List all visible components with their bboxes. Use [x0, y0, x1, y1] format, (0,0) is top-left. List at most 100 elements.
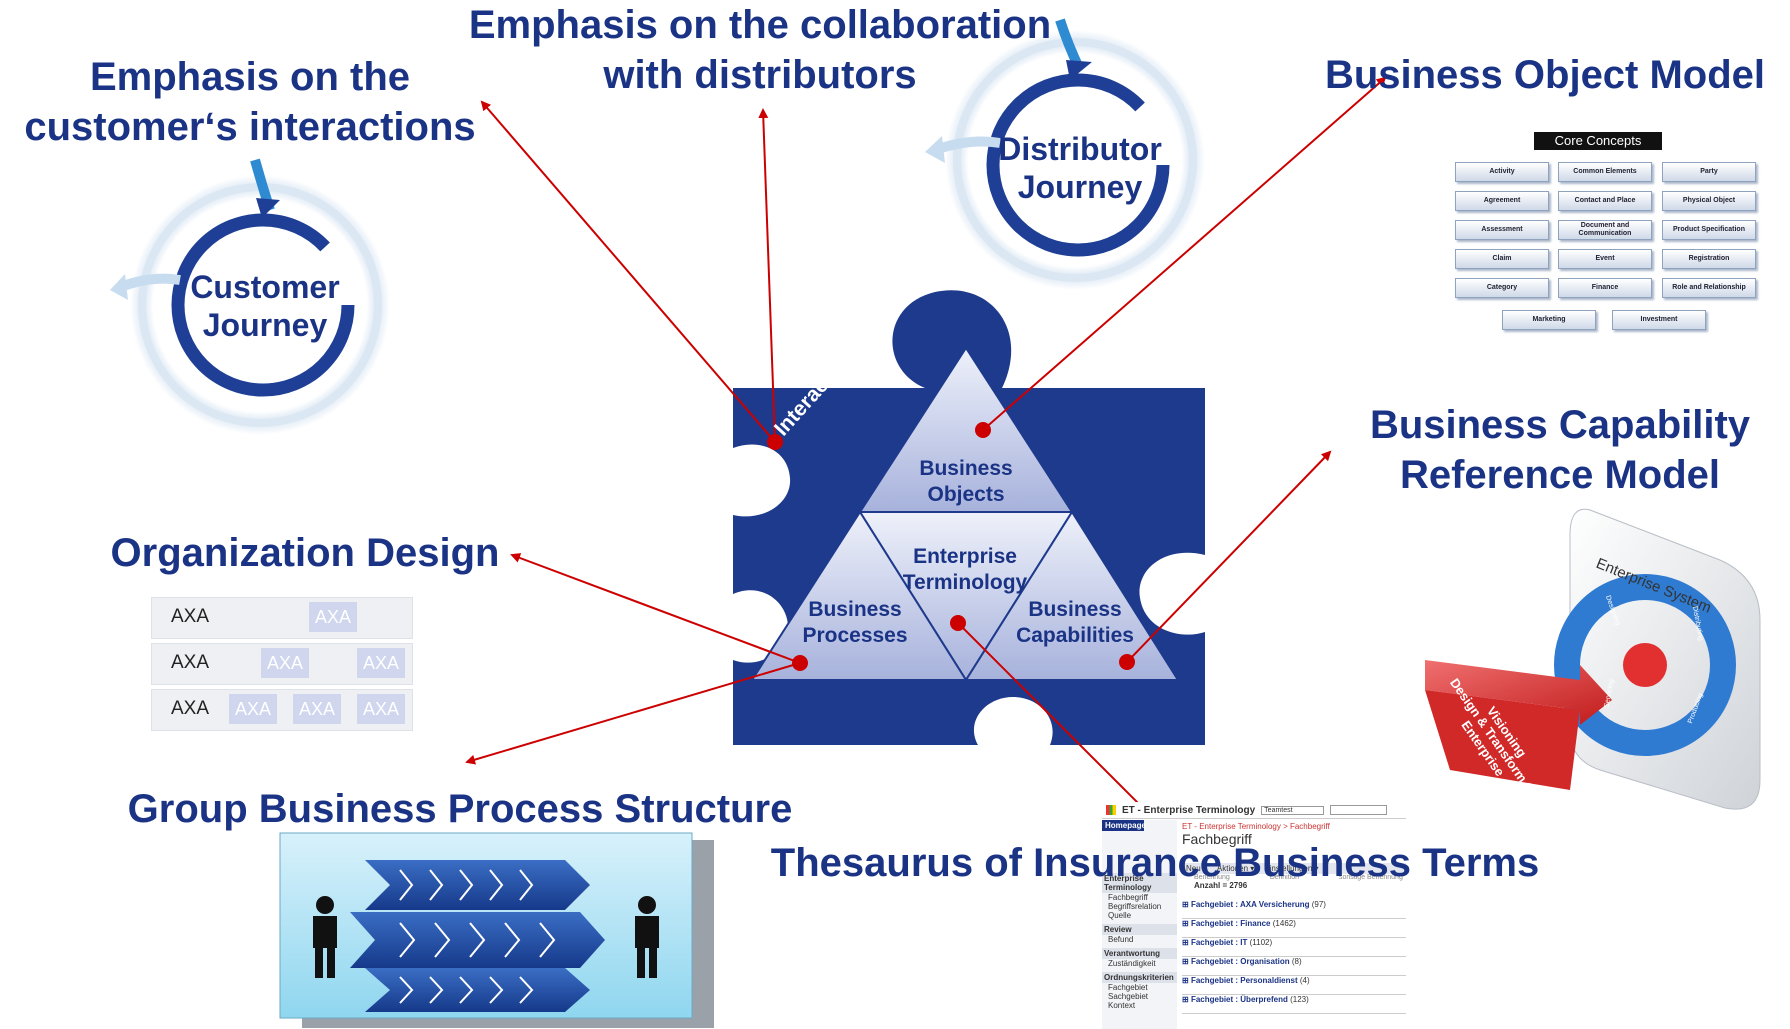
- et-dropdown[interactable]: Teamtest: [1261, 805, 1324, 815]
- business-processes-line2: Processes: [802, 624, 908, 648]
- arrow-to-thesaurus: [957, 622, 1152, 817]
- org-unit-box: AXA: [293, 694, 341, 724]
- et-screenshot: ET - Enterprise Terminology Teamtest Hom…: [1102, 802, 1406, 1029]
- person-icon-left: [313, 896, 337, 978]
- et-nav-head: Review: [1102, 924, 1177, 935]
- arrow-to-org: [510, 553, 801, 664]
- triangle-business-capabilities: [964, 510, 1180, 681]
- et-nav-item[interactable]: Befund: [1108, 935, 1134, 944]
- et-col-header[interactable]: Benennung: [1194, 874, 1230, 881]
- enterprise-terminology-line1: Enterprise: [913, 545, 1017, 568]
- distributor-journey-label: Distributor Journey: [990, 130, 1170, 207]
- et-group-row[interactable]: ⊞ Fachgebiet : Finance (1462): [1182, 919, 1406, 938]
- core-concept-box: Registration: [1662, 249, 1756, 269]
- customer-journey-cycle: [110, 158, 390, 435]
- et-nav-section: Verantwortung Zuständigkeit: [1102, 948, 1177, 968]
- et-nav-head: Enterprise Terminology: [1102, 873, 1177, 893]
- et-nav-section: Review Befund: [1102, 924, 1177, 944]
- core-concept-box: Category: [1455, 278, 1549, 298]
- thesaurus-label: Thesaurus of Insurance Business Terms: [770, 841, 1540, 885]
- org-unit-box: AXA: [357, 694, 405, 724]
- et-nav-section: Enterprise Terminology Fachbegriff Begri…: [1102, 873, 1177, 920]
- core-concept-box: Party: [1662, 162, 1756, 182]
- core-concept-box: Document and Communication: [1558, 220, 1652, 240]
- puzzle-piece: [733, 290, 1205, 745]
- person-icon-right: [635, 896, 659, 978]
- et-logo-icon: [1106, 805, 1116, 815]
- business-capabilities-line1: Business: [1028, 598, 1122, 621]
- et-col-header[interactable]: sonstige Benennung: [1339, 874, 1403, 881]
- business-processes-line1: Business: [808, 598, 902, 621]
- customer-interactions-line2: customer‘s interactions: [24, 105, 476, 149]
- et-group-row[interactable]: ⊞ Fachgebiet : Organisation (8): [1182, 957, 1406, 976]
- et-breadcrumb[interactable]: ET - Enterprise Terminology > Fachbegrif…: [1182, 822, 1330, 831]
- et-new-button[interactable]: Neu ▾: [1186, 864, 1207, 873]
- et-group-row[interactable]: ⊞ Fachgebiet : Personaldienst (4): [1182, 976, 1406, 995]
- bom-label: Business Object Model: [1324, 53, 1766, 97]
- core-concept-box: Finance: [1558, 278, 1652, 298]
- et-nav-item[interactable]: Begriffsrelation: [1108, 902, 1162, 911]
- core-concept-box: Role and Relationship: [1662, 278, 1756, 298]
- arrow-to-gbps: [465, 662, 801, 765]
- business-objects-line2: Objects: [927, 483, 1005, 507]
- business-objects-label: Business Objects: [896, 456, 1036, 509]
- et-group-label: Fachgebiet : IT: [1190, 938, 1248, 947]
- et-group-label: Fachgebiet : Überprefend: [1190, 995, 1288, 1004]
- et-nav-item[interactable]: Kontext: [1108, 1001, 1136, 1010]
- et-nav: Enterprise Terminology Fachbegriff Begri…: [1102, 873, 1177, 1010]
- org-unit-box: AXA: [229, 694, 277, 724]
- et-search-box[interactable]: [1329, 805, 1387, 815]
- business-objects-line1: Business: [919, 457, 1013, 480]
- et-actions-button[interactable]: Aktionen ▾: [1216, 864, 1255, 873]
- bcrm-label: Business Capability Reference Model: [1340, 400, 1780, 500]
- org-row-label: AXA: [171, 606, 210, 627]
- core-concept-box: Marketing: [1502, 310, 1596, 330]
- core-concept-box: Investment: [1612, 310, 1706, 330]
- org-row: [151, 597, 413, 639]
- et-group-count: (1102): [1249, 938, 1273, 947]
- distributor-collab-line2: with distributors: [603, 53, 917, 97]
- customer-journey-line1: Customer: [190, 269, 340, 305]
- et-nav-item[interactable]: Fachbegriff: [1108, 893, 1148, 902]
- core-concept-box: Contact and Place: [1558, 191, 1652, 211]
- et-home-tab[interactable]: Homepage: [1102, 820, 1146, 831]
- et-group-row[interactable]: ⊞ Fachgebiet : Überprefend (123): [1182, 995, 1406, 1014]
- et-group-row[interactable]: ⊞ Fachgebiet : AXA Versicherung (97): [1182, 900, 1406, 919]
- et-group-label: Fachgebiet : Finance: [1190, 919, 1271, 928]
- core-concept-box: Physical Object: [1662, 191, 1756, 211]
- et-group-label: Fachgebiet : Personaldienst: [1190, 976, 1298, 985]
- arrow-to-distributor: [758, 108, 776, 443]
- gbps-graphic: [279, 832, 714, 1028]
- et-group-count: (1462): [1272, 919, 1296, 928]
- business-capabilities-label: Business Capabilities: [1000, 597, 1150, 650]
- et-nav-item[interactable]: Sachgebiet: [1108, 992, 1149, 1001]
- customer-interactions-line1: Emphasis on the: [89, 55, 411, 99]
- et-nav-item[interactable]: Quelle: [1108, 911, 1132, 920]
- et-nav-item[interactable]: Zuständigkeit: [1108, 959, 1156, 968]
- distributor-collab-line1: Emphasis on the collaboration: [468, 3, 1052, 47]
- org-design-label: Organization Design: [110, 531, 500, 575]
- et-group-row[interactable]: ⊞ Fachgebiet : IT (1102): [1182, 938, 1406, 957]
- arrow-to-bom: [982, 76, 1387, 431]
- et-count: Anzahl = 2796: [1194, 881, 1248, 890]
- et-nav-head: Verantwortung: [1102, 948, 1177, 959]
- et-col-header[interactable]: Definition: [1269, 874, 1300, 881]
- et-settings-button[interactable]: Einstellungen ▾: [1264, 864, 1319, 873]
- et-columns: Benennung Definition sonstige Benennung: [1182, 874, 1406, 881]
- core-concept-box: Agreement: [1455, 191, 1549, 211]
- et-nav-section: Ordnungskriterien Fachgebiet Sachgebiet …: [1102, 972, 1177, 1010]
- distributor-journey-cycle: [925, 18, 1205, 290]
- bcrm-line1: Business Capability: [1369, 403, 1751, 447]
- et-page-title: Fachbegriff: [1182, 831, 1252, 847]
- et-group-count: (97): [1311, 900, 1326, 909]
- core-concepts-title: Core Concepts: [1534, 132, 1662, 150]
- et-nav-item[interactable]: Fachgebiet: [1108, 983, 1148, 992]
- customer-journey-line2: Journey: [202, 307, 328, 344]
- arrow-to-bcrm: [1126, 450, 1332, 663]
- connector-arrows: [465, 76, 1387, 817]
- org-row-label: AXA: [171, 698, 210, 719]
- et-app-title: ET - Enterprise Terminology: [1122, 804, 1256, 816]
- arrow-to-customer: [480, 100, 776, 443]
- business-capabilities-line2: Capabilities: [1016, 624, 1134, 648]
- distributor-journey-line2: Journey: [1017, 169, 1143, 206]
